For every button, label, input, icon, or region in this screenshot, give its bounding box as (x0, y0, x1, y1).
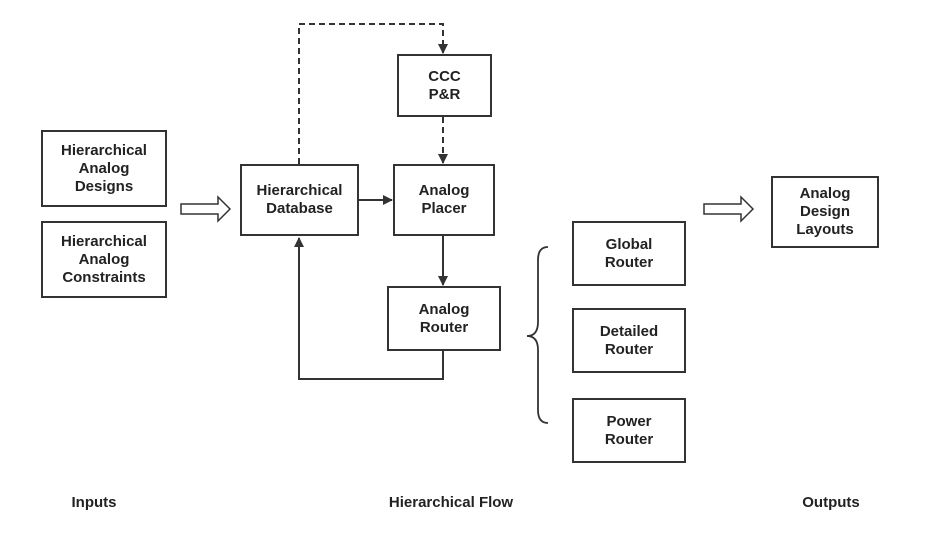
hierarchical-analog-constraints-box: Hierarchical Analog Constraints (41, 221, 167, 298)
router-group-brace (526, 246, 549, 424)
hierarchical-analog-designs-label: Hierarchical Analog Designs (61, 141, 147, 195)
dashed-connector-database-to-ccc (298, 23, 448, 164)
inputs-caption: Inputs (71, 494, 117, 511)
analog-design-layouts-box: Analog Design Layouts (771, 176, 879, 248)
power-router-label: Power Router (604, 412, 654, 448)
global-router-box: Global Router (572, 221, 686, 286)
analog-router-label: Analog Router (418, 300, 470, 336)
ccc-pr-label: CCC P&R (428, 67, 461, 103)
hierarchical-database-label: Hierarchical Database (256, 182, 343, 217)
detailed-router-box: Detailed Router (572, 308, 686, 373)
analog-placer-box: Analog Placer (393, 164, 495, 236)
power-router-box: Power Router (572, 398, 686, 463)
analog-design-layouts-label: Analog Design Layouts (796, 185, 854, 238)
outputs-caption: Outputs (802, 494, 860, 511)
analog-router-box: Analog Router (387, 286, 501, 351)
output-arrow (703, 195, 755, 223)
analog-placer-label: Analog Placer (418, 182, 470, 217)
hierarchical-database-box: Hierarchical Database (240, 164, 359, 236)
ccc-pr-box: CCC P&R (397, 54, 492, 117)
hierarchical-flow-caption: Hierarchical Flow (388, 494, 514, 511)
input-arrow (180, 195, 232, 223)
global-router-label: Global Router (604, 235, 654, 271)
hierarchical-analog-designs-box: Hierarchical Analog Designs (41, 130, 167, 207)
connector-router-to-database (294, 237, 444, 380)
hierarchical-analog-constraints-label: Hierarchical Analog Constraints (61, 232, 147, 286)
detailed-router-label: Detailed Router (599, 322, 659, 358)
